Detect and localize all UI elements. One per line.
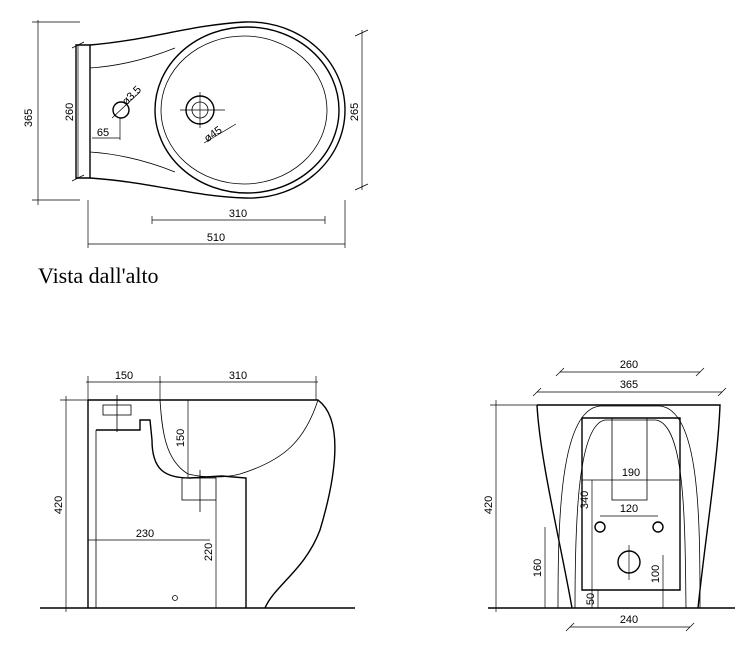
dim-top-310: 310 [229, 208, 247, 220]
top-outer-body [89, 21, 346, 199]
dim-top-365: 365 [23, 109, 35, 127]
side-body [88, 399, 336, 609]
dim-rear-240: 240 [620, 614, 638, 626]
dim-side-420: 420 [53, 496, 65, 514]
dim-rear-340: 340 [579, 491, 591, 509]
dim-rear-190: 190 [622, 467, 640, 479]
top-bowl-rim [154, 26, 340, 194]
dim-top-265: 265 [349, 103, 361, 121]
rear-fixing-hole-left [594, 521, 606, 533]
rear-fixing-hole-right [652, 521, 664, 533]
dim-rear-420: 420 [483, 496, 495, 514]
dim-rear-50: 50 [585, 593, 597, 605]
dim-side-220: 220 [203, 543, 215, 561]
top-shoulder-lower [89, 151, 176, 173]
top-view: 365 260 65 ø3.5 ø45 265 310 510 [23, 20, 369, 248]
rear-view: 260 365 420 190 340 120 160 100 50 240 [483, 359, 735, 632]
dim-rear-120: 120 [620, 503, 638, 515]
dim-side-230: 230 [136, 528, 154, 540]
dim-side-310: 310 [229, 370, 247, 382]
dim-rear-100: 100 [650, 565, 662, 583]
dim-top-510: 510 [207, 232, 225, 244]
tap-hole [112, 101, 130, 119]
dim-top-260: 260 [64, 103, 76, 121]
top-bowl-inner [160, 35, 328, 185]
top-shoulder-upper [89, 47, 176, 69]
rear-body [536, 404, 721, 609]
dim-top-65: 65 [97, 127, 109, 139]
dim-rear-260: 260 [620, 359, 638, 371]
dim-rear-160: 160 [532, 559, 544, 577]
dim-top-hole-small: ø3.5 [120, 84, 144, 108]
dim-side-150-top: 150 [115, 370, 133, 382]
top-view-caption: Vista dall'alto [38, 263, 159, 288]
dim-side-150-vertical: 150 [175, 429, 187, 447]
dim-rear-365: 365 [620, 379, 638, 391]
side-view: 150 310 420 150 230 220 [40, 370, 355, 612]
